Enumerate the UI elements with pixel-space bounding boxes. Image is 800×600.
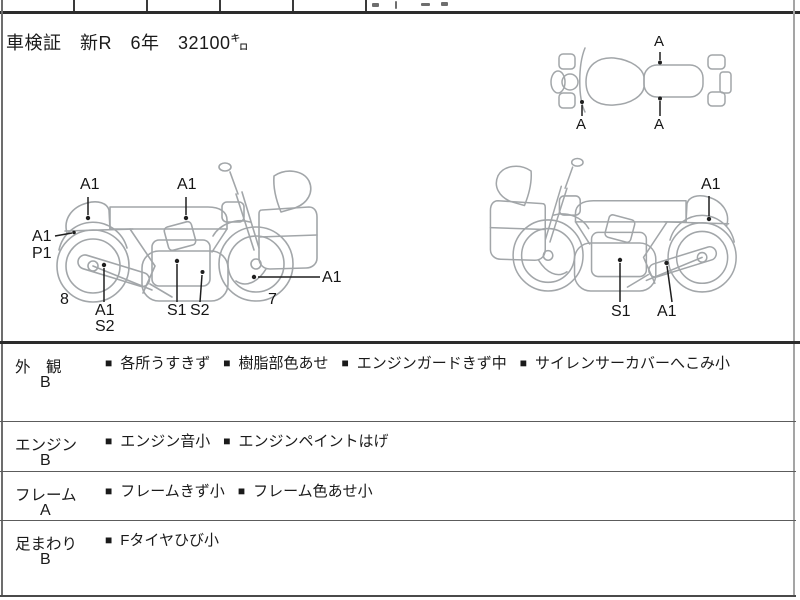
marker-seat: A1 <box>177 176 197 193</box>
defect-text: 樹脂部色あせ <box>238 355 329 372</box>
marker-topview-rear: A <box>654 116 665 133</box>
inspection-row-undercarriage: 足まわり B ■ Fタイヤひび小 <box>0 521 796 599</box>
defect-item: ■ エンジンガードきず中 <box>342 354 507 374</box>
callout-arrows <box>54 52 712 303</box>
marker-front-number: 7 <box>268 291 277 308</box>
defect-item: ■ Fタイヤひび小 <box>105 531 219 551</box>
defect-item: ■ エンジンペイントはげ <box>223 432 388 452</box>
sheet-border-bottom <box>0 595 796 597</box>
defect-list: ■ フレームきず小 ■ フレーム色あせ小 <box>105 482 788 502</box>
marker-fender: A1 <box>32 228 52 245</box>
defect-list: ■ Fタイヤひび小 <box>105 531 788 551</box>
grade-value: B <box>40 374 51 391</box>
defect-item: ■ 各所うすきず <box>105 354 210 374</box>
bullet-square-icon: ■ <box>105 484 113 498</box>
defect-text: Fタイヤひび小 <box>120 532 219 549</box>
column-divider <box>219 0 221 11</box>
bullet-square-icon: ■ <box>223 434 231 448</box>
bullet-square-icon: ■ <box>105 434 113 448</box>
grade-value: B <box>40 452 51 469</box>
registration-info: 車検証 新R 6年 32100㌔ <box>6 33 250 53</box>
column-divider <box>365 0 367 11</box>
defect-item: ■ サイレンサーカバーへこみ小 <box>520 354 730 374</box>
bullet-square-icon: ■ <box>519 356 528 370</box>
inspection-row-frame: フレーム A ■ フレームきず小 ■ フレーム色あせ小 <box>0 472 796 521</box>
category-label: エンジン <box>15 437 78 454</box>
clipped-text-fragment <box>372 3 379 7</box>
defect-text: エンジンペイントはげ <box>238 433 389 450</box>
top-view-art <box>550 47 732 113</box>
category-label: 足まわり <box>15 536 78 553</box>
grade-value: A <box>40 502 51 519</box>
defect-text: 各所うすきず <box>120 355 211 372</box>
grade-value: B <box>40 551 51 568</box>
marker-topview-front: A <box>576 116 587 133</box>
bullet-square-icon: ■ <box>105 356 113 370</box>
inspection-table: 外 観 B ■ 各所うすきず ■ 樹脂部色あせ ■ エンジンガードきず中 ■ サイレンサーカバ… <box>0 341 800 599</box>
marker-right-engine: S1 <box>611 303 631 320</box>
bullet-square-icon: ■ <box>341 356 349 370</box>
table-top-border <box>0 341 800 344</box>
marker-exhaust: A1 <box>95 302 115 319</box>
defect-item: ■ フレームきず小 <box>105 482 225 502</box>
sheet-border-left <box>1 0 3 597</box>
defect-text: サイレンサーカバーへこみ小 <box>535 355 731 372</box>
bullet-square-icon: ■ <box>237 484 246 498</box>
bullet-square-icon: ■ <box>105 533 113 547</box>
category-label: 外 観 <box>15 359 62 376</box>
clipped-text-fragment <box>441 2 448 6</box>
clipped-text-fragment <box>421 3 430 6</box>
inspection-row-exterior: 外 観 B ■ 各所うすきず ■ 樹脂部色あせ ■ エンジンガードきず中 ■ サイレンサーカバ… <box>0 344 796 422</box>
bullet-square-icon: ■ <box>223 356 231 370</box>
right-bike-art <box>489 157 737 293</box>
defect-list: ■ 各所うすきず ■ 樹脂部色あせ ■ エンジンガードきず中 ■ サイレンサーカバーへこみ小 <box>105 354 788 374</box>
marker-engine: S1 <box>167 302 187 319</box>
marker-tail: A1 <box>80 176 100 193</box>
defect-text: フレーム色あせ小 <box>253 483 373 500</box>
defect-text: エンジンガードきず中 <box>356 355 507 372</box>
defect-text: フレームきず小 <box>120 483 225 500</box>
defect-item: ■ エンジン音小 <box>105 432 210 452</box>
marker-front-wheel: A1 <box>322 269 342 286</box>
category-label: フレーム <box>15 487 77 504</box>
marker-right-rear-wheel: A1 <box>657 303 677 320</box>
marker-topview-top: A <box>654 33 665 50</box>
defect-item: ■ 樹脂部色あせ <box>223 354 328 374</box>
column-divider <box>73 0 75 11</box>
marker-right-tail: A1 <box>701 176 721 193</box>
sheet-border-right <box>793 0 795 597</box>
clipped-text-fragment <box>395 1 397 9</box>
inspection-row-engine: エンジン B ■ エンジン音小 ■ エンジンペイントはげ <box>0 422 796 472</box>
marker-engine-sub: S2 <box>190 302 210 319</box>
marker-fender-sub: P1 <box>32 245 52 262</box>
marker-exhaust-sub: S2 <box>95 318 115 335</box>
column-divider <box>146 0 148 11</box>
defect-text: エンジン音小 <box>120 433 211 450</box>
row-border <box>0 11 800 14</box>
defect-item: ■ フレーム色あせ小 <box>238 482 373 502</box>
defect-list: ■ エンジン音小 ■ エンジンペイントはげ <box>105 432 788 452</box>
marker-rear-number: 8 <box>60 291 69 308</box>
column-divider <box>292 0 294 11</box>
